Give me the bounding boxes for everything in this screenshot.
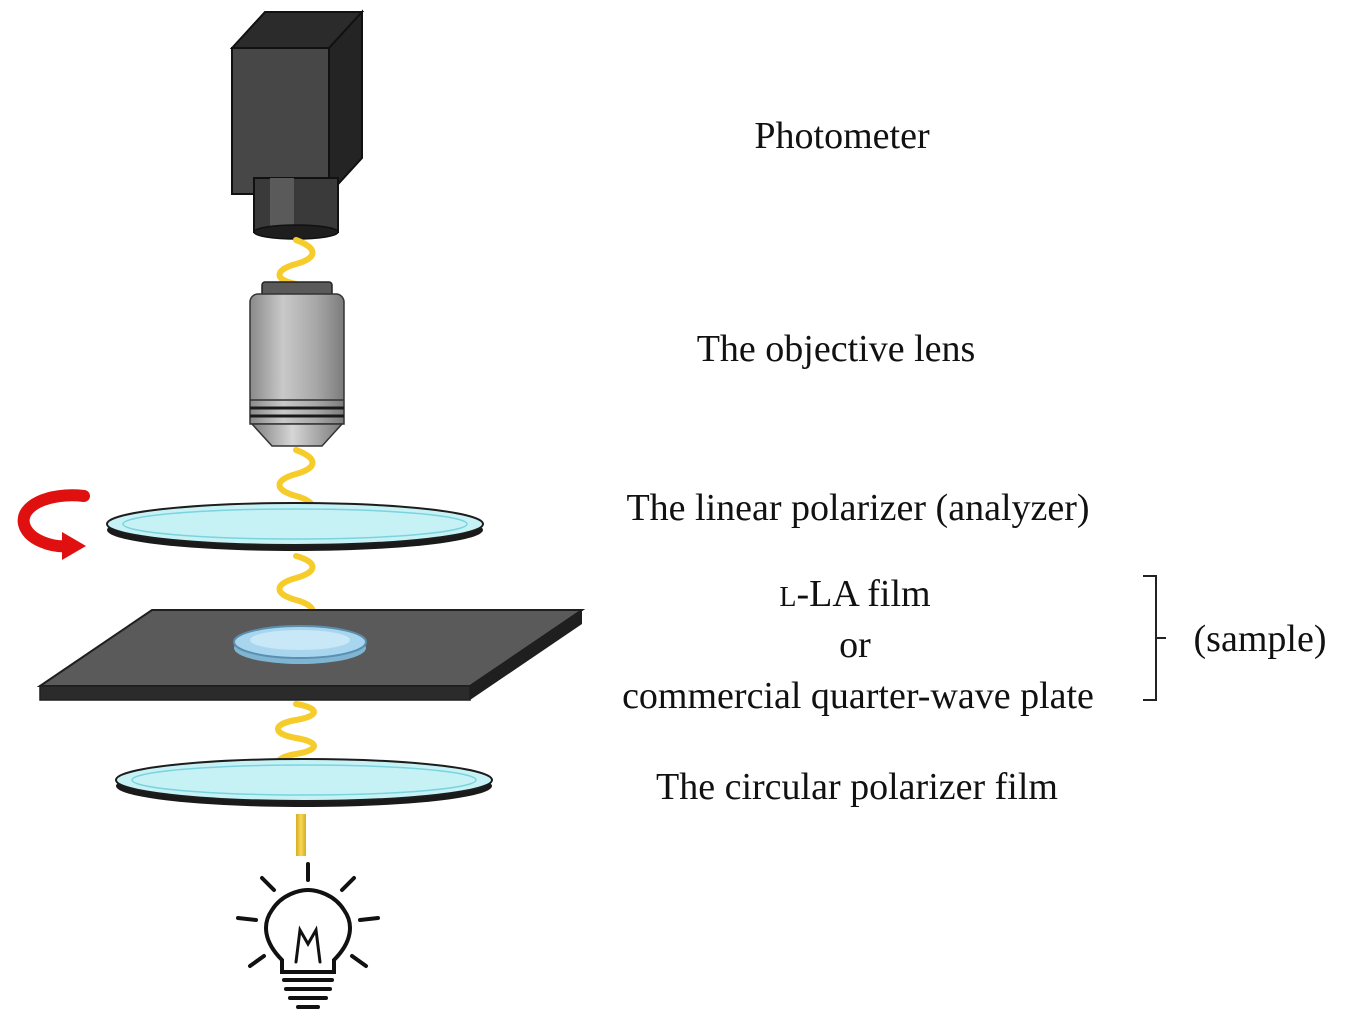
circular-polarizer-label: The circular polarizer film: [656, 766, 1058, 808]
photometer-label: Photometer: [754, 115, 930, 157]
sample-prefix: L: [779, 582, 797, 613]
light-bulb-icon: [236, 862, 380, 1009]
linear-polarizer-disc: [106, 502, 484, 551]
analyzer-label: The linear polarizer (analyzer): [626, 487, 1090, 529]
sample-film-name: -LA film: [796, 573, 931, 615]
light-wave-top: [276, 237, 316, 287]
photometer-icon: [229, 9, 365, 240]
objective-lens-icon: [249, 281, 345, 447]
sample-label-line2: or: [839, 624, 871, 666]
rotate-arrow-icon: [17, 489, 90, 560]
objective-lens-label: The objective lens: [696, 328, 976, 370]
circular-polarizer-disc: [115, 758, 493, 807]
light-beam: [296, 814, 306, 856]
sample-bracket: [1143, 575, 1166, 701]
sample-disc: [233, 625, 367, 664]
sample-label-line1: L-LA film: [779, 575, 930, 613]
sample-group-label: (sample): [1193, 618, 1327, 660]
sample-label-line3: commercial quarter-wave plate: [622, 675, 1094, 717]
